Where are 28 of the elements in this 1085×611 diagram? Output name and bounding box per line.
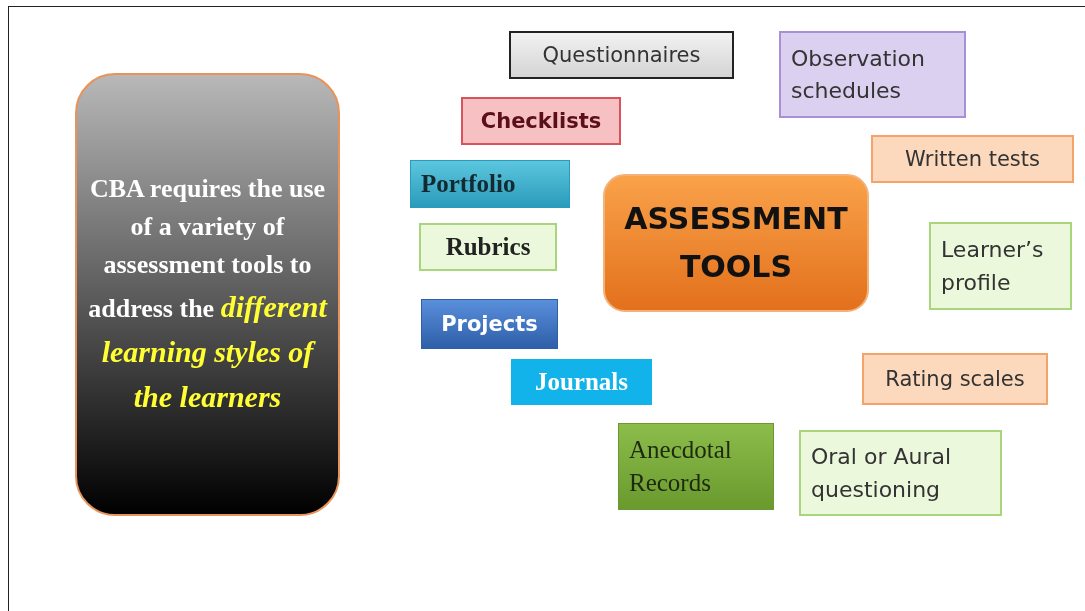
tool-box [421, 299, 558, 349]
tool-box [509, 31, 734, 79]
tool-box [799, 430, 1002, 516]
tool-box [511, 359, 652, 405]
box-text: Oral or Aural questioning [811, 443, 953, 504]
box-text: Learner’s profile [941, 236, 1045, 297]
box-text: Anecdotal Records [629, 435, 733, 498]
box-text: Portfolio [421, 170, 516, 198]
box-text: Journals [534, 368, 629, 396]
tool-box [929, 222, 1072, 310]
tool-box [410, 160, 570, 208]
box-text: Questionnaires [542, 43, 701, 67]
box-text: Rating scales [885, 367, 1025, 391]
box-text: Projects [441, 312, 538, 336]
tool-box [419, 223, 557, 271]
tool-box [618, 423, 774, 510]
tool-box [461, 97, 621, 145]
tool-box [871, 135, 1074, 183]
callout-box [75, 73, 340, 516]
tool-box [779, 31, 966, 118]
box-text: Rubrics [445, 233, 531, 261]
tool-box [862, 353, 1048, 405]
box-text: Checklists [480, 109, 602, 133]
box-text: ASSESSMENT TOOLS [623, 200, 849, 286]
title-box [603, 174, 869, 312]
box-text: Written tests [905, 147, 1040, 171]
box-text: Observation schedules [791, 44, 926, 105]
box-text: CBA requires the use of a variety of assessment tools to address the different learning styles of the learners [87, 173, 328, 415]
